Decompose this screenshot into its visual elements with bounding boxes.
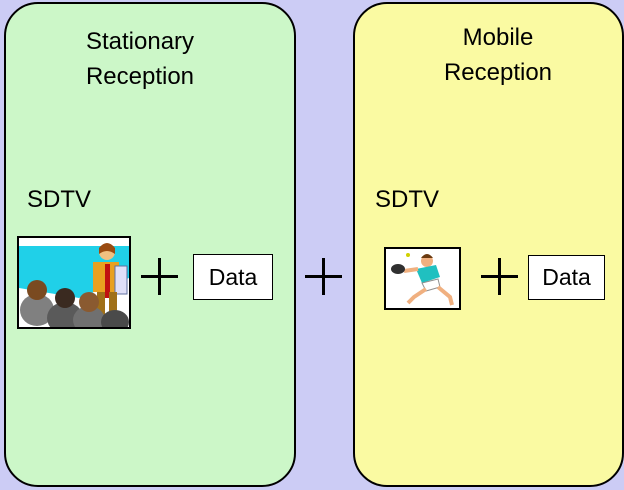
stationary-reception-title: Stationary Reception <box>40 24 240 94</box>
title-line-1: Stationary <box>85 28 195 55</box>
title-line-2: Reception <box>443 59 553 86</box>
plus-sign <box>481 258 518 295</box>
tennis-player-image <box>384 247 461 310</box>
plus-sign-center <box>305 258 342 295</box>
meeting-presentation-image <box>17 236 131 329</box>
title-line-1: Mobile <box>462 24 534 51</box>
stationary-sdtv-label: SDTV <box>27 186 92 213</box>
title-line-2: Reception <box>85 63 195 90</box>
stationary-data-box: Data <box>193 254 273 300</box>
mobile-sdtv-label: SDTV <box>375 186 440 213</box>
mobile-data-box: Data <box>528 255 605 300</box>
mobile-reception-panel <box>353 2 624 487</box>
mobile-reception-title: Mobile Reception <box>398 20 598 90</box>
plus-sign <box>141 258 178 295</box>
